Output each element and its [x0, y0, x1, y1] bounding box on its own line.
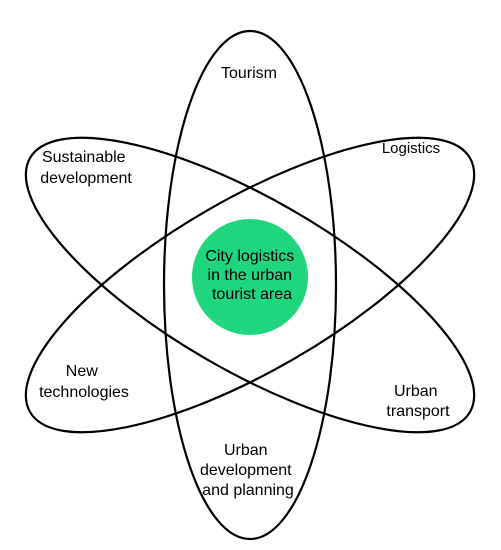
petal-ellipse-diagonal-a — [24, 136, 476, 434]
petal-label-urban-development-and-planning: Urban development and planning — [200, 442, 296, 499]
center-label-line-2: in the urban — [208, 267, 293, 284]
petal-label-new-technologies: New technologies — [39, 363, 129, 401]
center-label: City logistics in the urban tourist area — [205, 248, 298, 303]
petal-label-logistics: Logistics — [382, 140, 440, 157]
petal-ellipse-diagonal-b — [24, 136, 476, 434]
petal-ellipse-vertical — [162, 29, 338, 541]
petal-ellipses — [24, 29, 476, 541]
petal-label-sustainable-development: Sustainable development — [40, 149, 132, 187]
center-label-line-1: City logistics — [205, 248, 294, 265]
center-circle — [192, 219, 308, 335]
petal-label-tourism: Tourism — [221, 65, 277, 82]
petal-label-urban-transport: Urban transport — [386, 383, 450, 420]
center-label-line-3: tourist area — [212, 286, 292, 303]
